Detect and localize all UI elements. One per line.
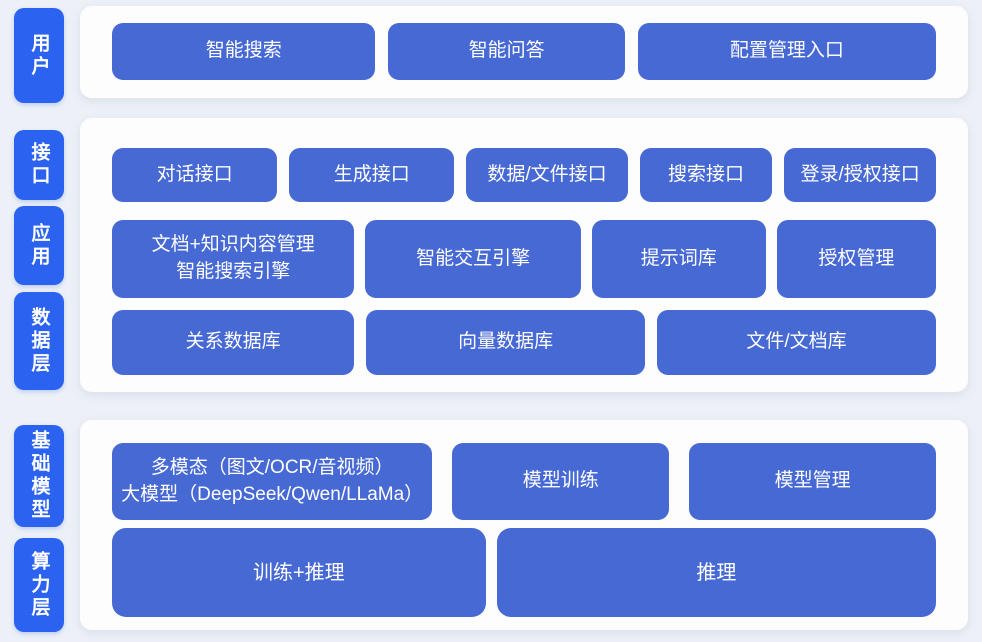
node-doc-knowledge-search-engine: 文档+知识内容管理 智能搜索引擎 (112, 220, 355, 298)
node-config-management-entry: 配置管理入口 (637, 23, 936, 80)
node-vector-database: 向量数据库 (366, 310, 646, 375)
layer-label-foundation-model: 基础模型 (14, 425, 64, 527)
node-generation-api: 生成接口 (289, 148, 455, 202)
node-inference: 推理 (496, 528, 936, 617)
application-row: 文档+知识内容管理 智能搜索引擎 智能交互引擎 提示词库 授权管理 (112, 220, 936, 298)
foundation-model-row: 多模态（图文/OCR/音视频） 大模型（DeepSeek/Qwen/LLaMa）… (112, 443, 936, 520)
node-model-management: 模型管理 (689, 443, 936, 520)
bottom-layers-rail: 基础模型 算力层 (14, 420, 64, 632)
interface-row: 对话接口 生成接口 数据/文件接口 搜索接口 登录/授权接口 (112, 148, 936, 202)
node-relational-database: 关系数据库 (112, 310, 355, 375)
node-intelligent-interaction-engine: 智能交互引擎 (365, 220, 581, 298)
user-layer-panel: 智能搜索 智能问答 配置管理入口 (80, 6, 968, 98)
node-intelligent-search: 智能搜索 (112, 23, 376, 80)
node-multimodal-large-model: 多模态（图文/OCR/音视频） 大模型（DeepSeek/Qwen/LLaMa） (112, 443, 433, 520)
layer-label-compute-layer: 算力层 (14, 538, 64, 632)
node-search-api: 搜索接口 (639, 148, 773, 202)
node-prompt-library: 提示词库 (591, 220, 766, 298)
layer-label-interface: 接口 (14, 130, 64, 200)
node-authorization-management: 授权管理 (776, 220, 936, 298)
compute-row: 训练+推理 推理 (112, 528, 936, 617)
node-intelligent-qa: 智能问答 (388, 23, 625, 80)
layer-label-user: 用户 (14, 8, 64, 103)
middle-layers-rail: 接口 应用 数据层 (14, 118, 64, 390)
bottom-layers-panel: 多模态（图文/OCR/音视频） 大模型（DeepSeek/Qwen/LLaMa）… (80, 420, 968, 630)
middle-layers-band: 接口 应用 数据层 对话接口 生成接口 数据/文件接口 搜索接口 登录/授权接口… (14, 118, 968, 392)
node-dialog-api: 对话接口 (112, 148, 278, 202)
data-row: 关系数据库 向量数据库 文件/文档库 (112, 310, 936, 375)
node-model-training: 模型训练 (452, 443, 670, 520)
layer-label-application: 应用 (14, 206, 64, 285)
node-data-file-api: 数据/文件接口 (466, 148, 628, 202)
user-layer-band: 用户 智能搜索 智能问答 配置管理入口 (14, 6, 968, 103)
node-login-auth-api: 登录/授权接口 (784, 148, 936, 202)
node-training-plus-inference: 训练+推理 (112, 528, 486, 617)
user-layer-rail: 用户 (14, 6, 64, 103)
middle-layers-panel: 对话接口 生成接口 数据/文件接口 搜索接口 登录/授权接口 文档+知识内容管理… (80, 118, 968, 392)
node-file-document-store: 文件/文档库 (657, 310, 936, 375)
bottom-layers-band: 基础模型 算力层 多模态（图文/OCR/音视频） 大模型（DeepSeek/Qw… (14, 420, 968, 633)
layer-label-data-layer: 数据层 (14, 292, 64, 390)
user-layer-row: 智能搜索 智能问答 配置管理入口 (112, 23, 936, 80)
